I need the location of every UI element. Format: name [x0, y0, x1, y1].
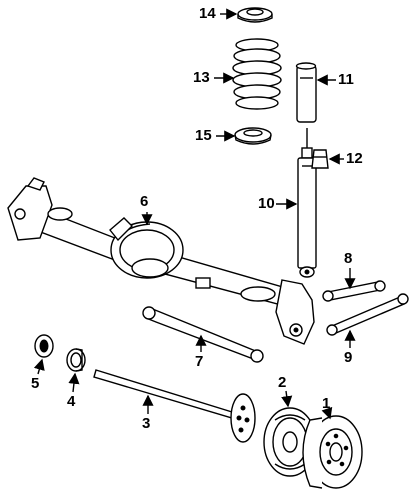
- axle-seal: [66, 348, 86, 372]
- upper-spring-insulator: [237, 7, 273, 23]
- bump-stopper: [311, 149, 329, 169]
- shock-dust-boot: [295, 62, 317, 123]
- callout-15: 15: [195, 127, 212, 144]
- upper-control-arm: [322, 280, 386, 302]
- lower-control-arm: [142, 306, 264, 363]
- callout-leaders: [33, 8, 356, 420]
- shock-absorber: [297, 128, 317, 278]
- callout-5: 5: [31, 375, 40, 392]
- callout-14: 14: [199, 5, 216, 22]
- callout-9: 9: [344, 349, 353, 366]
- callout-13: 13: [193, 69, 210, 86]
- callout-2: 2: [278, 374, 287, 391]
- callout-1: 1: [322, 395, 331, 412]
- callout-4: 4: [67, 393, 76, 410]
- callout-3: 3: [142, 415, 151, 432]
- callout-7: 7: [195, 353, 204, 370]
- rear-axle-housing: [7, 177, 315, 345]
- lower-spring-insulator: [234, 127, 272, 145]
- callout-10: 10: [258, 195, 275, 212]
- wheel-bearing: [34, 334, 54, 358]
- lateral-rod: [326, 293, 409, 336]
- callout-6: 6: [140, 193, 149, 210]
- callout-8: 8: [344, 250, 353, 267]
- coil-spring: [232, 38, 282, 110]
- callout-11: 11: [338, 71, 354, 88]
- brake-drum: [302, 415, 363, 489]
- callout-12: 12: [346, 150, 363, 167]
- axle-shaft: [93, 369, 256, 443]
